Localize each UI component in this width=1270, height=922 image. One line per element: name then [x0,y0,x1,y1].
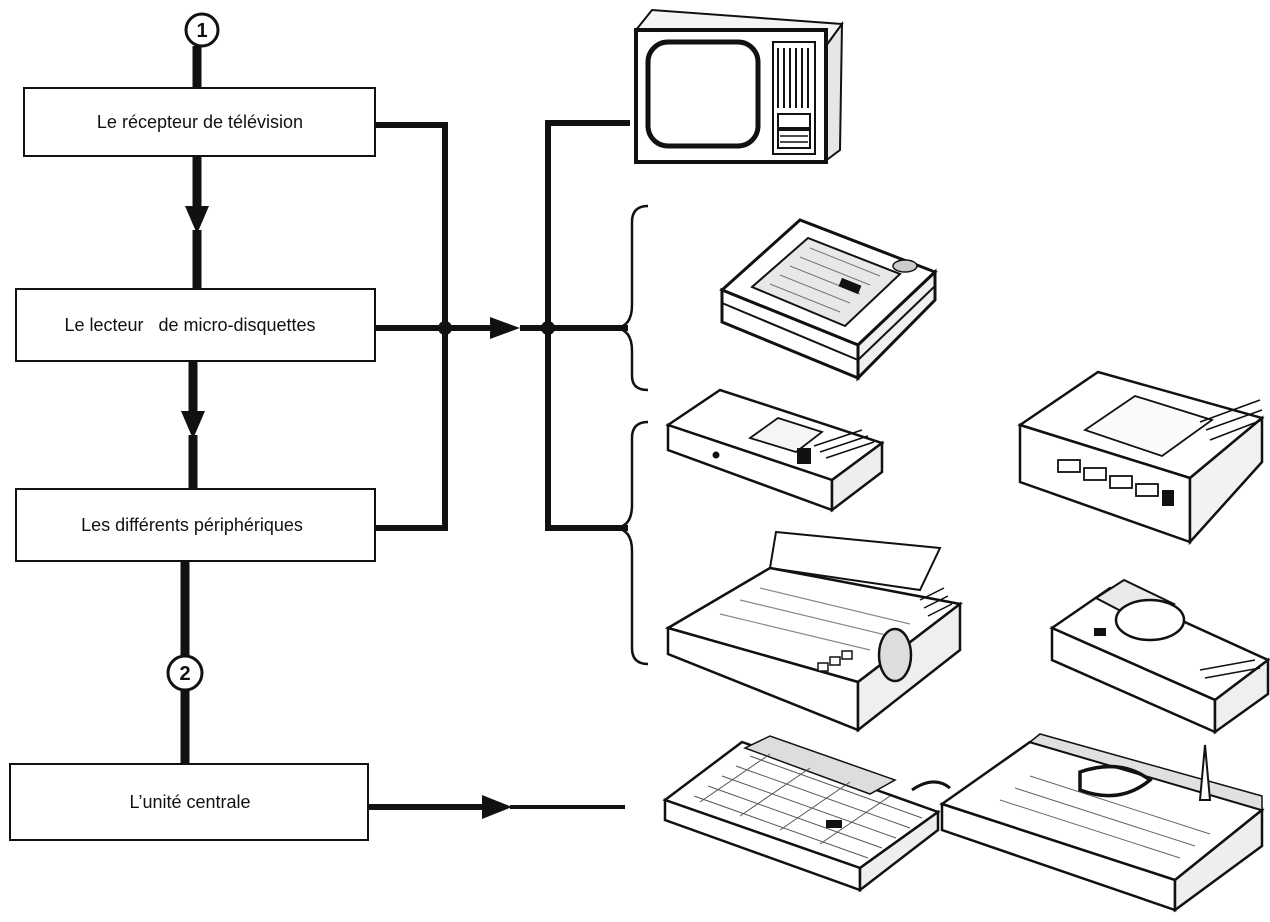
box-disk-reader-label: Le lecteur de micro-disquettes [64,315,315,335]
keyboard-computer-icon [662,735,951,893]
box-disk-reader: Le lecteur de micro-disquettes [15,288,376,362]
central-unit-output [368,795,625,819]
disk-drive-icon [719,218,938,382]
dot-matrix-printer-icon [664,530,963,733]
box-central-unit: L’unité centrale [9,763,369,841]
box-peripherals: Les différents périphériques [15,488,376,562]
main-flow-line [180,46,202,763]
right-arrow-bus [490,317,520,339]
portable-computer-icon [939,733,1265,913]
down-arrow-2 [181,411,205,439]
box-tv-receiver-label: Le récepteur de télévision [97,112,303,132]
thermal-printer-icon [1049,578,1270,735]
data-cassette-unit-icon [1017,370,1265,546]
cassette-recorder-icon [665,388,885,513]
box-tv-receiver: Le récepteur de télévision [23,87,376,157]
box-central-unit-label: L’unité centrale [129,792,250,812]
box-peripherals-label: Les différents périphériques [81,515,303,535]
step-marker-1: 1 [184,12,220,48]
television-icon [634,8,844,165]
marker-1-label: 1 [196,20,207,42]
brace-disk-drive [614,204,649,392]
step-marker-2: 2 [166,654,204,692]
down-arrow-1 [185,206,209,234]
junction-dots [438,321,555,335]
brace-peripherals [614,420,649,666]
marker-2-label: 2 [179,663,190,685]
